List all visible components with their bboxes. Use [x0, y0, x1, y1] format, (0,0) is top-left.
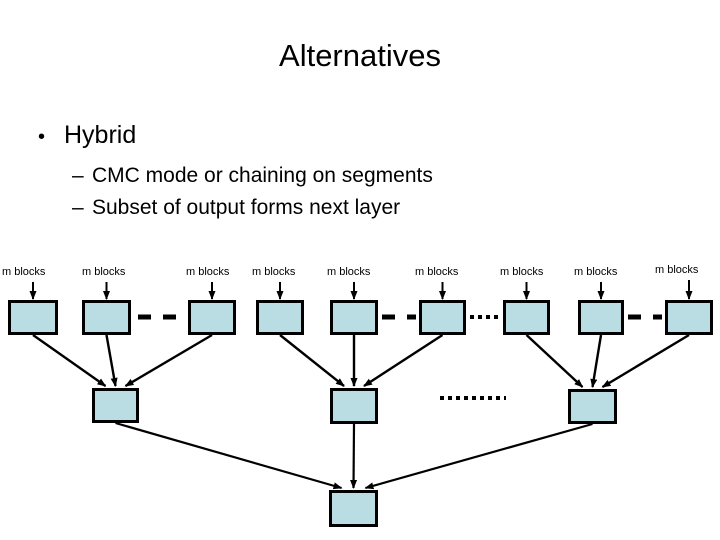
- bullet-level2-item-2: –Subset of output forms next layer: [72, 196, 400, 220]
- middle-row-node-3: [568, 389, 617, 424]
- top-row-node-7: [503, 300, 550, 335]
- m-blocks-label: m blocks: [252, 266, 296, 278]
- connector-line: [279, 334, 345, 387]
- connector-line: [525, 334, 584, 388]
- page-title: Alternatives: [279, 38, 441, 73]
- top-row-node-3: [188, 300, 236, 335]
- connector-line: [115, 421, 343, 490]
- connector-line: [601, 333, 690, 389]
- top-row-node-6: [419, 300, 466, 335]
- dash-marker-icon: –: [72, 164, 84, 187]
- m-blocks-label: m blocks: [415, 266, 459, 278]
- m-blocks-label: m blocks: [2, 266, 46, 278]
- top-row-node-2: [82, 300, 131, 335]
- m-blocks-label: m blocks: [186, 266, 230, 278]
- connector-line: [364, 422, 593, 490]
- connector-line: [590, 334, 603, 388]
- top-row-node-5: [330, 300, 378, 335]
- bullet-level2-label-2: Subset of output forms next layer: [92, 196, 401, 219]
- m-blocks-label: m blocks: [655, 264, 699, 276]
- top-row-node-4: [256, 300, 304, 335]
- bullet-level1-label: Hybrid: [64, 121, 137, 149]
- connector-line: [124, 333, 213, 388]
- m-blocks-label: m blocks: [574, 266, 618, 278]
- connector-line: [363, 333, 444, 388]
- tree-arrow-group: [32, 333, 690, 490]
- middle-row-node-2: [330, 388, 378, 424]
- m-blocks-label: m blocks: [327, 266, 371, 278]
- bottom-row-node-1: [329, 490, 378, 527]
- bullet-level2-label-1: CMC mode or chaining on segments: [92, 164, 433, 187]
- input-arrow-group: [29, 280, 693, 300]
- top-row-node-1: [8, 300, 58, 335]
- bullet-level1-hybrid: • Hybrid: [38, 120, 136, 152]
- m-blocks-label: m blocks: [82, 266, 126, 278]
- m-blocks-label: m blocks: [500, 266, 544, 278]
- top-row-node-8: [578, 300, 624, 335]
- connector-line: [350, 423, 358, 489]
- connector-line: [105, 334, 118, 387]
- middle-row-node-1: [92, 388, 139, 423]
- dash-marker-icon: –: [72, 196, 84, 219]
- bullet-level2-item-1: –CMC mode or chaining on segments: [72, 164, 433, 188]
- connector-line: [32, 334, 107, 387]
- bullet-marker-icon: •: [38, 126, 46, 148]
- ellipsis-group: [138, 314, 662, 400]
- top-row-node-9: [665, 300, 713, 335]
